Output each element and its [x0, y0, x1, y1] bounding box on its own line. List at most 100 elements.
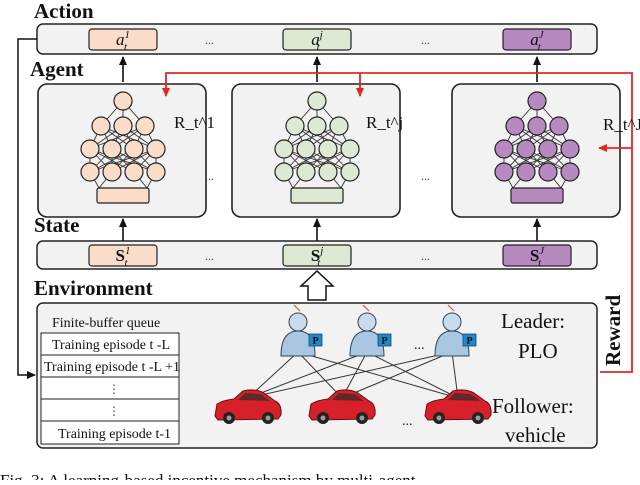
neuron-node — [494, 162, 514, 182]
reward-side-label: Reward — [601, 295, 625, 366]
action-box — [282, 28, 352, 51]
neuron-node — [340, 139, 360, 159]
reward-label-j: R_t^j — [366, 113, 403, 132]
vehicles — [214, 389, 492, 424]
svg-text:P: P — [466, 336, 472, 347]
state-box — [282, 244, 352, 267]
parking-badge-icon: P — [462, 333, 477, 347]
neuron-node — [102, 139, 122, 159]
queue-row: ⋮ — [108, 404, 120, 418]
parking-badge-icon: P — [308, 333, 323, 347]
neuron-node — [538, 139, 558, 159]
agent-input-box — [510, 187, 564, 204]
neuron-node — [329, 116, 349, 136]
neuron-node — [296, 139, 316, 159]
action-ellipsis-1: ... — [205, 33, 214, 47]
neuron-node — [80, 139, 100, 159]
queue-row: ⋮ — [108, 382, 120, 396]
agent-network — [231, 83, 401, 218]
queue-row: Training episode t -L — [52, 338, 170, 353]
agent-box — [231, 83, 401, 218]
queue-row: Training episode t -L +1 — [44, 360, 180, 375]
follower-label: Follower: — [492, 394, 574, 418]
neuron-node — [307, 116, 327, 136]
neuron-node — [494, 139, 514, 159]
parking-badge-icon: P — [377, 333, 392, 347]
neuron-node — [113, 91, 133, 111]
agent-network — [451, 83, 621, 218]
queue-row: Training episode t-1 — [58, 427, 171, 442]
neuron-node — [527, 91, 547, 111]
neuron-node — [549, 116, 569, 136]
agent-network — [37, 83, 207, 218]
state-ellipsis-2: ... — [421, 249, 430, 263]
neuron-node — [516, 139, 536, 159]
flow-arrows — [17, 38, 541, 379]
reward-label-1: R_t^1 — [174, 113, 215, 132]
neuron-node — [113, 116, 133, 136]
reward-label-J: R_t^J — [603, 115, 640, 134]
action-ellipsis-2: ... — [421, 33, 430, 47]
leader-label: Leader: — [501, 309, 565, 333]
vehicle-car-icon — [424, 389, 492, 424]
section-agent-heading: Agent — [30, 57, 84, 81]
svg-text:P: P — [312, 336, 318, 347]
state-box — [88, 244, 158, 267]
neuron-node — [538, 162, 558, 182]
agent-ellipsis-2: ... — [421, 169, 430, 183]
neuron-node — [124, 139, 144, 159]
neuron-node — [318, 139, 338, 159]
neuron-node — [135, 116, 155, 136]
agent-box — [451, 83, 621, 218]
neuron-node — [124, 162, 144, 182]
follower-ellipsis: ... — [402, 414, 413, 429]
leader-person-icon: P — [349, 304, 392, 357]
state-ellipsis-1: ... — [205, 249, 214, 263]
section-environment-heading: Environment — [34, 276, 153, 300]
reward-lines — [162, 72, 633, 373]
agent-input-box — [96, 187, 150, 204]
vehicle-car-icon — [308, 389, 376, 424]
neuron-node — [296, 162, 316, 182]
neuron-node — [146, 139, 166, 159]
agent-input-box — [290, 187, 344, 204]
neuron-node — [274, 139, 294, 159]
action-box — [502, 28, 572, 51]
neuron-node — [307, 91, 327, 111]
neuron-node — [560, 139, 580, 159]
follower-value: vehicle — [505, 423, 566, 447]
leader-person-icon: P — [280, 304, 323, 357]
leader-person-icon: P — [434, 304, 477, 357]
neuron-node — [318, 162, 338, 182]
vehicle-car-icon — [214, 389, 282, 424]
neuron-node — [527, 116, 547, 136]
neuron-node — [274, 162, 294, 182]
neuron-node — [146, 162, 166, 182]
svg-text:P: P — [381, 336, 387, 347]
neuron-node — [560, 162, 580, 182]
figure-caption: Fig. 3: A learning-based incentive mecha… — [0, 471, 416, 480]
neuron-node — [80, 162, 100, 182]
neuron-node — [516, 162, 536, 182]
agent-ellipsis-1: ... — [205, 169, 214, 183]
neuron-node — [102, 162, 122, 182]
action-box — [88, 28, 158, 51]
queue-title: Finite-buffer queue — [52, 316, 160, 331]
neuron-node — [285, 116, 305, 136]
agent-boxes — [37, 83, 621, 218]
leader-follower-links — [247, 351, 459, 399]
neuron-node — [340, 162, 360, 182]
agent-box — [37, 83, 207, 218]
neuron-node — [91, 116, 111, 136]
finite-buffer-queue: Finite-buffer queue Training episode t -… — [40, 316, 180, 445]
